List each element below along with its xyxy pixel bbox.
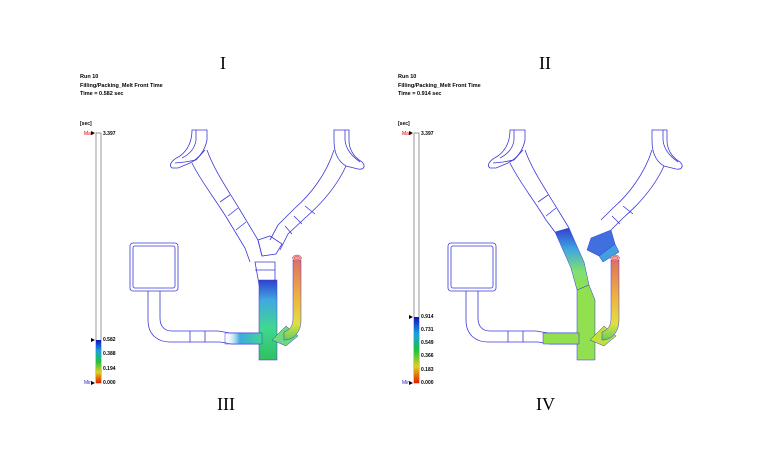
max-label: Max — [402, 131, 412, 137]
panel-label-bottom: IV — [536, 394, 555, 414]
result-info: Run 10 Filling/Packing_Melt Front Time T… — [80, 73, 163, 99]
panel-label-top: I — [220, 53, 226, 73]
panel-label-top: II — [539, 53, 551, 73]
result-panel-left: I III Run 10 Filling/Packing_Melt Front … — [80, 53, 365, 414]
color-scale — [409, 131, 420, 385]
filled-region — [224, 254, 302, 361]
unit-label: [sec] — [80, 121, 92, 127]
min-label: Min — [402, 380, 411, 386]
max-label: Max — [84, 131, 94, 137]
tick-label: 0.194 — [103, 366, 116, 372]
tick-label: 0.183 — [421, 367, 434, 373]
time-label: Time = 0.914 sec — [398, 91, 442, 97]
panel-label-bottom: III — [217, 394, 235, 414]
mold-model-view — [91, 129, 365, 385]
unit-label: [sec] — [398, 121, 410, 127]
tick-label: 0.731 — [421, 327, 434, 333]
filled-region — [542, 227, 620, 361]
time-label: Time = 0.582 sec — [80, 91, 124, 97]
current-value: 0.914 — [421, 314, 434, 320]
max-value: 3.397 — [421, 131, 434, 137]
run-label: Run 10 — [80, 74, 99, 80]
result-name: Filling/Packing_Melt Front Time — [80, 82, 163, 89]
tick-label: 0.549 — [421, 340, 434, 346]
result-name: Filling/Packing_Melt Front Time — [398, 82, 481, 89]
max-value: 3.397 — [103, 131, 116, 137]
tick-label: 0.388 — [103, 351, 116, 357]
current-value: 0.582 — [103, 337, 116, 343]
color-scale — [91, 131, 102, 385]
result-info: Run 10 Filling/Packing_Melt Front Time T… — [398, 73, 481, 99]
min-label: Min — [84, 380, 93, 386]
run-label: Run 10 — [398, 74, 417, 80]
result-panel-right: II IV Run 10 Filling/Packing_Melt Front … — [379, 0, 758, 462]
tick-label: 0.000 — [421, 380, 434, 386]
tick-label: 0.366 — [421, 353, 434, 359]
runner-mesh — [129, 129, 365, 345]
tick-label: 0.000 — [103, 380, 116, 386]
mold-model-view — [409, 129, 683, 385]
